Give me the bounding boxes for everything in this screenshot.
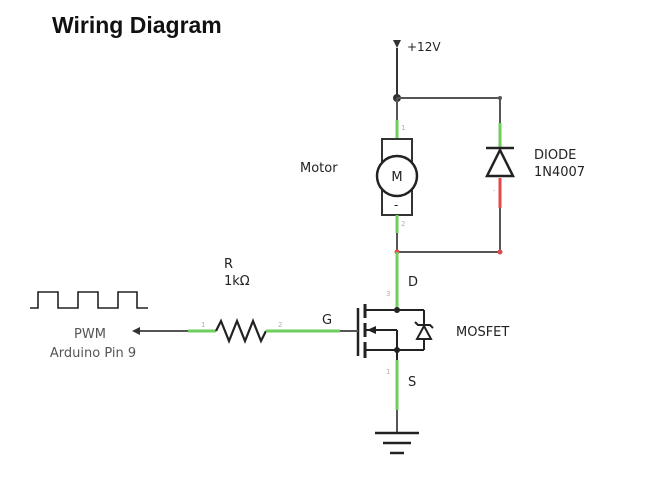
svg-text:2: 2 bbox=[401, 220, 405, 228]
supply-label: +12V bbox=[407, 40, 441, 54]
gate-label: G bbox=[322, 313, 332, 328]
ground-icon bbox=[375, 431, 419, 455]
resistor-value: 1kΩ bbox=[224, 274, 250, 289]
diode-label: DIODE bbox=[534, 148, 576, 163]
svg-text:1: 1 bbox=[386, 368, 390, 376]
source-label: S bbox=[408, 375, 416, 390]
pwm-arrow-icon bbox=[132, 327, 140, 335]
diagram-title: Wiring Diagram bbox=[52, 12, 222, 38]
svg-text:-: - bbox=[493, 187, 496, 195]
mosfet-label: MOSFET bbox=[456, 325, 509, 340]
supply-arrow-icon bbox=[393, 40, 401, 48]
pwm-label: PWM bbox=[74, 327, 106, 342]
mosfet-icon: MOSFET bbox=[356, 304, 509, 360]
drain-label: D bbox=[408, 275, 418, 290]
motor-label: Motor bbox=[300, 161, 338, 176]
diode-component: - DIODE 1N4007 bbox=[484, 123, 585, 252]
svg-text:3: 3 bbox=[386, 290, 390, 298]
resistor-component: 1 2 R 1kΩ bbox=[188, 257, 296, 344]
resistor-icon bbox=[215, 318, 267, 344]
svg-text:2: 2 bbox=[278, 321, 282, 329]
motor-component: 1 + M - 2 Motor bbox=[300, 120, 419, 233]
resistor-name: R bbox=[224, 257, 233, 272]
svg-text:1: 1 bbox=[201, 321, 205, 329]
supply-terminal: +12V bbox=[393, 40, 441, 98]
motor-minus-mark: - bbox=[394, 198, 398, 212]
svg-text:1: 1 bbox=[401, 124, 405, 132]
diode-part: 1N4007 bbox=[534, 165, 585, 180]
motor-symbol: M bbox=[391, 170, 402, 185]
square-wave-icon bbox=[30, 291, 148, 309]
diode-icon bbox=[484, 147, 516, 178]
pwm-source: Arduino Pin 9 bbox=[50, 346, 136, 361]
